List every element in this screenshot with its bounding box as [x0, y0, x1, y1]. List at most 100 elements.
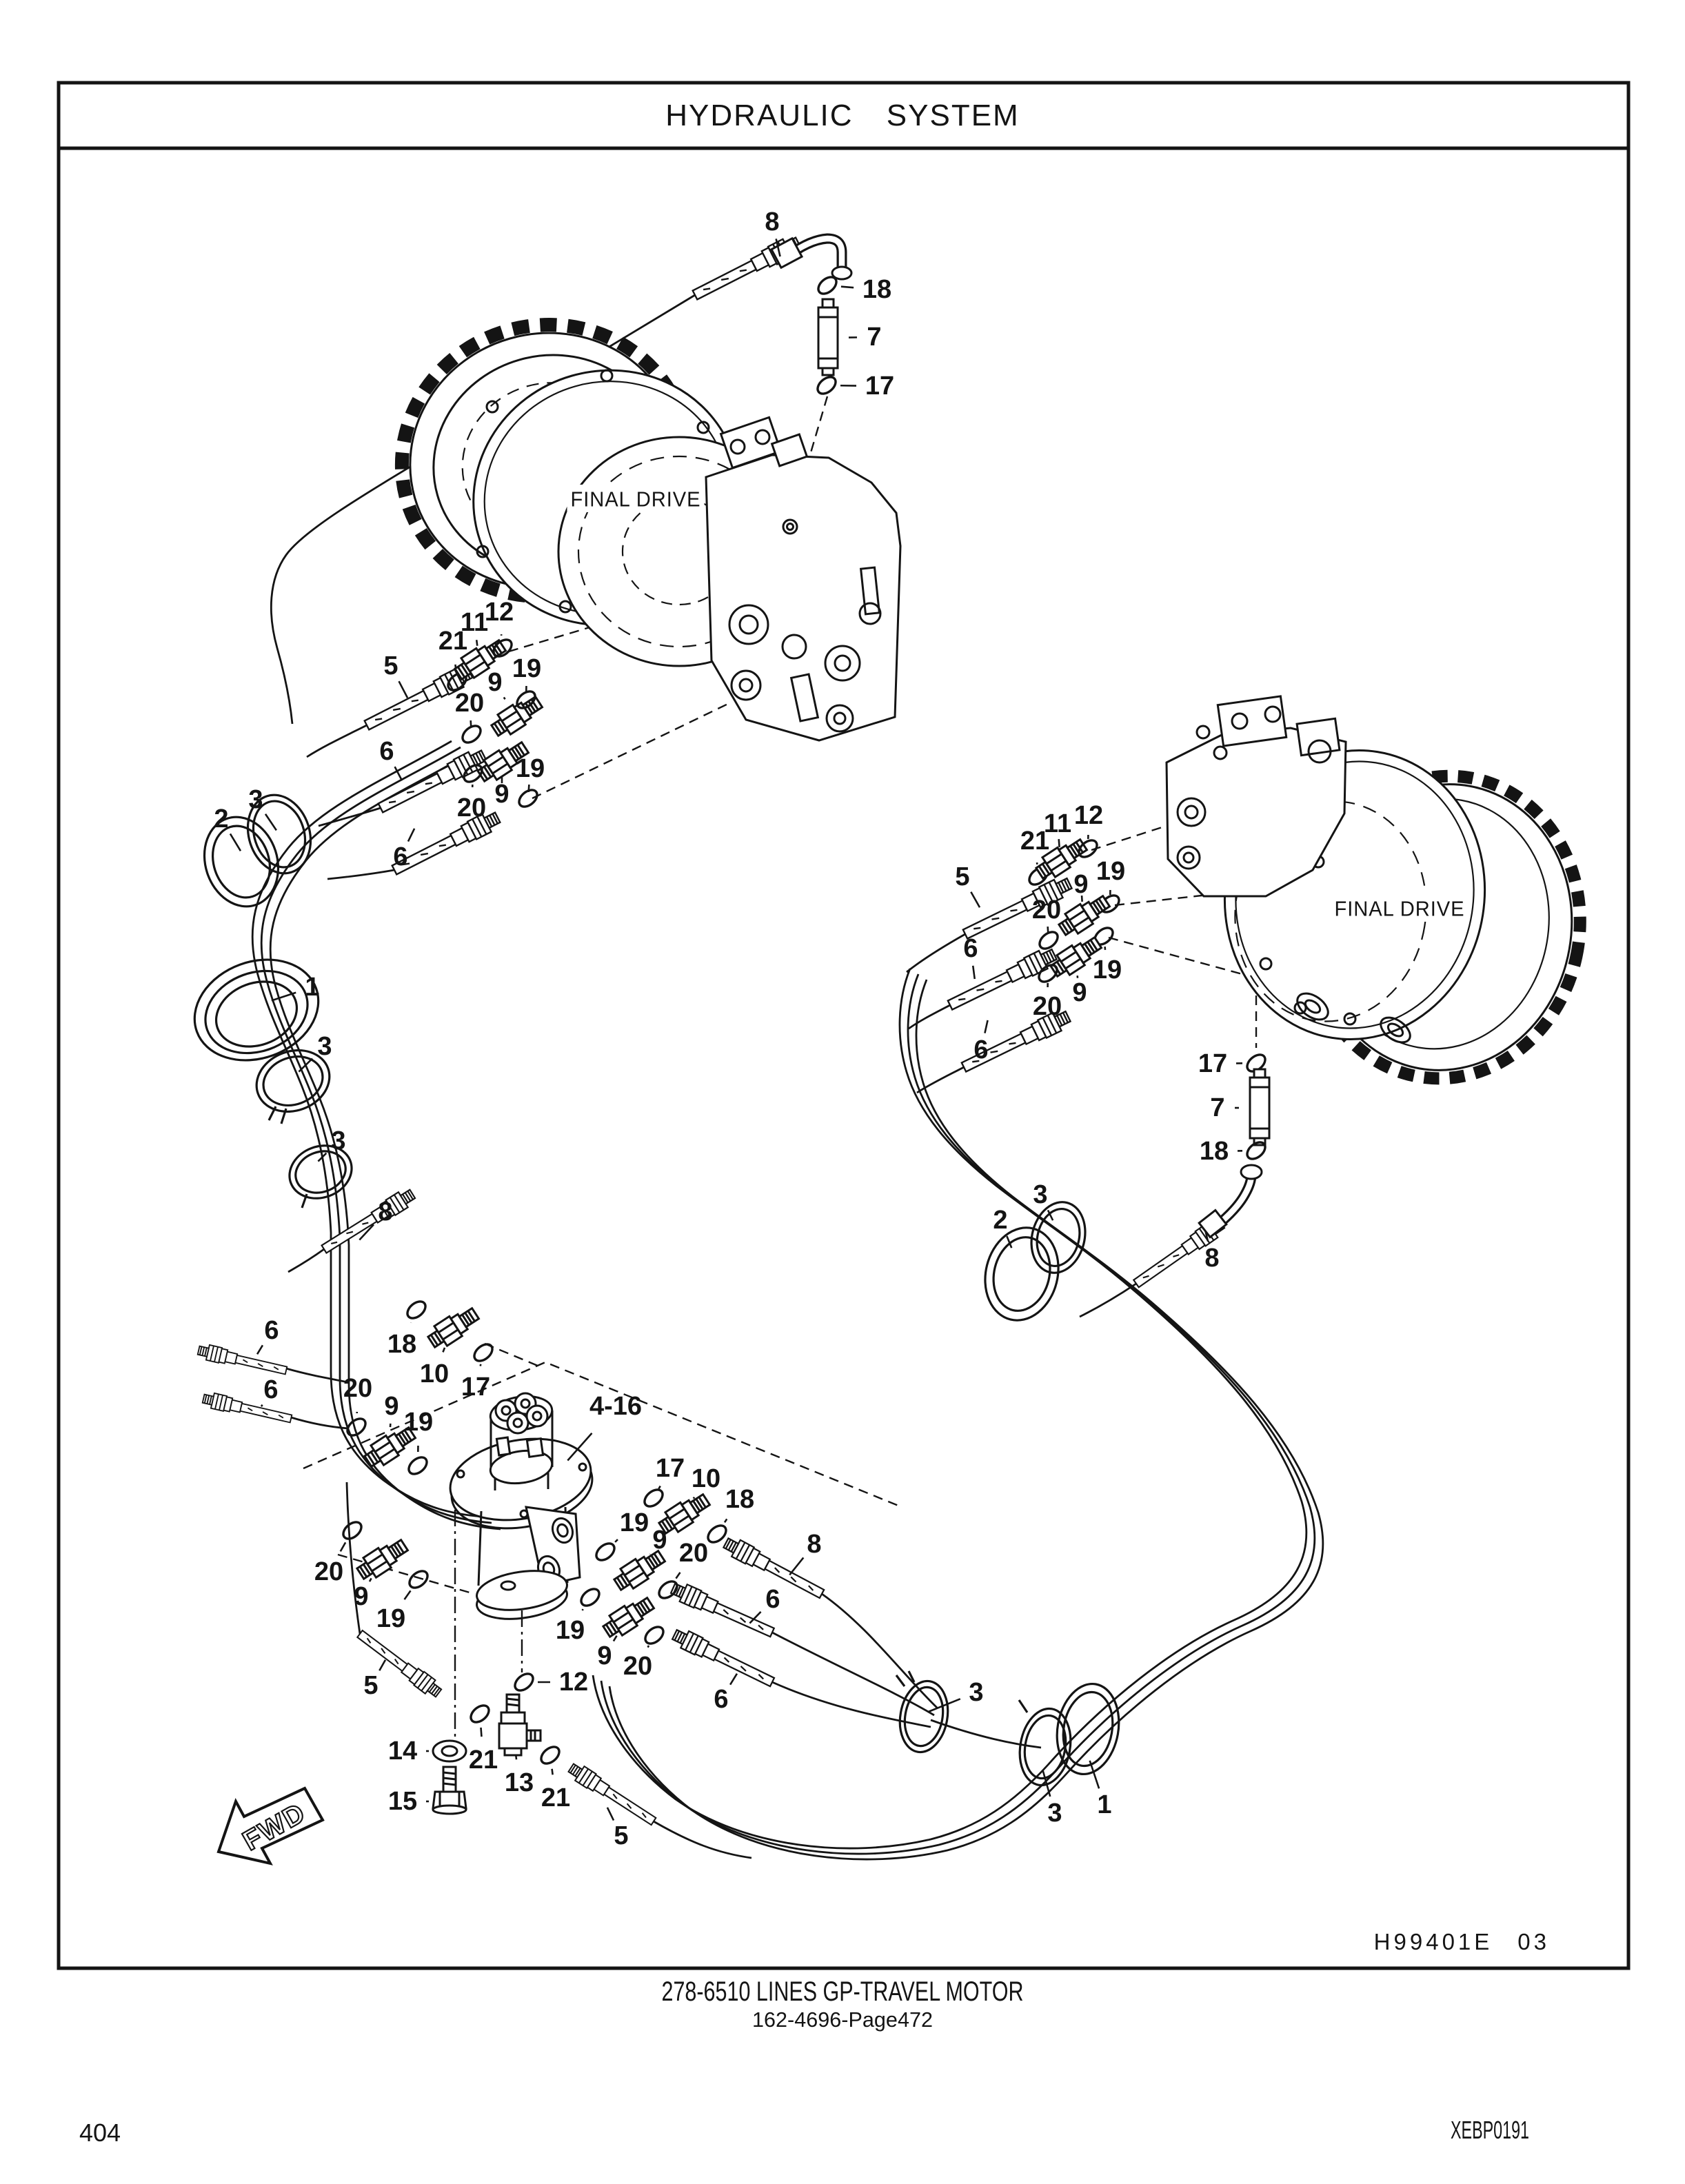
leader-line [658, 1485, 661, 1490]
component-label-backing [567, 485, 705, 512]
component-label: FINAL DRIVE [571, 487, 701, 512]
leader-line [407, 828, 416, 842]
callout-9: 9 [384, 1392, 398, 1421]
callout-6: 6 [963, 934, 978, 963]
leader-line [271, 991, 296, 1002]
leader-line [775, 239, 781, 257]
callout-9: 9 [1072, 978, 1087, 1007]
callout-9: 9 [597, 1641, 612, 1670]
callout-7: 7 [1210, 1093, 1224, 1122]
callout-3: 3 [317, 1032, 332, 1061]
elbow-fitting-right [1198, 1164, 1263, 1239]
callout-3: 3 [1033, 1180, 1047, 1209]
callout-6: 6 [393, 842, 407, 871]
callout-18: 18 [725, 1485, 754, 1514]
doc-code: XEBP0191 [1451, 2116, 1529, 2144]
cyl-part [817, 298, 839, 376]
callout-20: 20 [314, 1557, 343, 1586]
callout-20: 20 [1032, 896, 1061, 924]
leader-line [840, 285, 854, 289]
callout-5: 5 [955, 862, 969, 891]
callout-6: 6 [714, 1685, 728, 1714]
leader-line [475, 640, 478, 646]
leader-line [368, 1577, 372, 1582]
callout-17: 17 [1198, 1049, 1227, 1078]
callout-8: 8 [378, 1197, 392, 1226]
callout-21: 21 [541, 1783, 570, 1812]
leader-line [470, 720, 472, 727]
elbow-fitting-top [769, 233, 853, 281]
leader-line [260, 1404, 263, 1407]
leader-line [503, 696, 506, 700]
callout-20: 20 [1033, 992, 1062, 1021]
callout-3: 3 [969, 1678, 983, 1707]
hose-bundle-right [592, 933, 1324, 1861]
callout-20: 20 [457, 793, 486, 822]
page-title: HYDRAULIC SYSTEM [665, 99, 1019, 132]
callout-5: 5 [383, 651, 398, 680]
callout-6: 6 [379, 737, 394, 766]
callout-4-16: 4-16 [589, 1392, 642, 1421]
component-label-backing [1331, 894, 1469, 922]
leader-line [442, 1347, 446, 1353]
page-number: 404 [79, 2119, 121, 2147]
callout-8: 8 [1204, 1244, 1219, 1273]
callout-21: 21 [1020, 827, 1049, 856]
leader-line [614, 1539, 618, 1543]
callout-8: 8 [765, 208, 779, 236]
callout-12: 12 [1074, 801, 1103, 830]
callout-20: 20 [455, 689, 484, 718]
callout-2: 2 [214, 805, 228, 833]
leader-line [971, 965, 976, 980]
callout-9: 9 [494, 780, 509, 809]
leader-line [403, 1590, 412, 1600]
callout-18: 18 [862, 275, 891, 304]
leader-line [1006, 1235, 1013, 1248]
callout-7: 7 [867, 323, 881, 352]
callout-19: 19 [1096, 857, 1125, 886]
callout-17: 17 [461, 1373, 490, 1402]
callout-8: 8 [807, 1530, 821, 1559]
leader-line [723, 1518, 728, 1524]
callout-11: 11 [1044, 809, 1071, 838]
leader-line [606, 1807, 615, 1821]
callout-17: 17 [865, 372, 894, 401]
leader-line [379, 1659, 387, 1671]
callout-9: 9 [354, 1582, 368, 1611]
leader-line [1042, 1770, 1051, 1797]
callout-17: 17 [656, 1454, 685, 1483]
washer-part [432, 1739, 467, 1763]
figure-subcaption: 162-4696-Page472 [752, 2008, 933, 2032]
callout-19: 19 [376, 1604, 405, 1633]
callout-9: 9 [652, 1526, 667, 1555]
callout-10: 10 [692, 1464, 720, 1493]
seal-rings-drawing [193, 793, 1120, 1787]
callout-19: 19 [512, 654, 541, 683]
leader-line [394, 766, 403, 781]
leader-line [749, 1611, 762, 1624]
leader-line [927, 1698, 961, 1713]
callout-6: 6 [973, 1035, 988, 1064]
leader-line [551, 1768, 554, 1775]
callout-12: 12 [559, 1668, 588, 1697]
leader-line [984, 1020, 989, 1033]
callout-3: 3 [331, 1126, 345, 1155]
cyl-part [1249, 1068, 1271, 1146]
callout-10: 10 [420, 1359, 449, 1388]
callout-15: 15 [388, 1787, 417, 1816]
leader-line [317, 1152, 327, 1162]
leader-line [1058, 838, 1060, 847]
callout-1: 1 [305, 973, 319, 1002]
leader-line [970, 891, 981, 908]
leader-line [567, 1433, 593, 1462]
callout-3: 3 [1047, 1799, 1062, 1828]
leader-line [298, 1058, 314, 1073]
callout-20: 20 [623, 1652, 652, 1681]
leader-line [1047, 1209, 1054, 1221]
page-frame [57, 81, 1631, 1970]
callout-19: 19 [404, 1408, 433, 1437]
